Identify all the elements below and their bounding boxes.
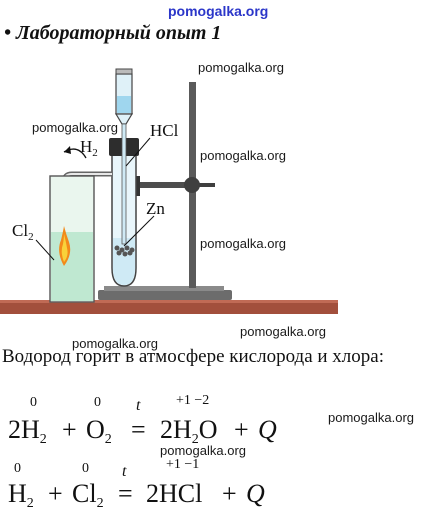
- lab-apparatus-illustration: H2 HCl Zn Cl2: [0, 68, 338, 314]
- ox-state: 0: [94, 395, 101, 410]
- stand-base: [98, 290, 232, 300]
- reactant: O2: [86, 415, 112, 447]
- reactant: Cl2: [72, 479, 104, 511]
- watermark: pomogalka.org: [328, 410, 414, 425]
- table-surface: [0, 302, 338, 314]
- page-title: • Лабораторный опыт 1: [4, 22, 222, 44]
- product: 2HCl: [146, 479, 202, 508]
- svg-text:=: =: [118, 479, 133, 508]
- label-zn: Zn: [146, 199, 165, 218]
- equation-2: 0 0 t +1 −1 H2 + Cl2 = 2HCl + Q: [8, 457, 265, 511]
- label-hcl: HCl: [150, 121, 179, 140]
- ox-state: 0: [82, 461, 89, 476]
- watermark: pomogalka.org: [200, 148, 286, 163]
- label-cl2: Cl2: [12, 221, 34, 243]
- ox-state: +1 −1: [166, 457, 199, 472]
- watermark: pomogalka.org: [72, 336, 158, 351]
- zinc-granules: [114, 245, 135, 257]
- body-text: Водород горит в атмосфере кислорода и хл…: [2, 346, 384, 367]
- svg-text:+: +: [62, 415, 77, 444]
- reactant: 2H2: [8, 415, 47, 447]
- ox-state: 0: [30, 395, 37, 410]
- ox-state: +1 −2: [176, 393, 209, 408]
- clamp-boss: [184, 177, 200, 193]
- svg-text:+: +: [222, 479, 237, 508]
- condition-t: t: [122, 463, 127, 480]
- watermark: pomogalka.org: [160, 443, 246, 458]
- ox-state: 0: [14, 461, 21, 476]
- svg-text:+: +: [48, 479, 63, 508]
- watermark: pomogalka.org: [240, 324, 326, 339]
- equation-1: 0 0 t +1 −2 2H2 + O2 = 2H2O + Q: [8, 393, 277, 447]
- product: 2H2O: [160, 415, 218, 447]
- condition-t: t: [136, 397, 141, 414]
- watermark: pomogalka.org: [200, 236, 286, 251]
- watermark-top: pomogalka.org: [168, 3, 269, 19]
- svg-text:Q: Q: [258, 415, 277, 444]
- svg-text:+: +: [234, 415, 249, 444]
- reactant: H2: [8, 479, 34, 511]
- label-h2: H2: [80, 137, 98, 159]
- clamp-arm: [138, 182, 198, 188]
- svg-text:=: =: [131, 415, 146, 444]
- svg-text:Q: Q: [246, 479, 265, 508]
- watermark: pomogalka.org: [32, 120, 118, 135]
- watermark: pomogalka.org: [198, 60, 284, 75]
